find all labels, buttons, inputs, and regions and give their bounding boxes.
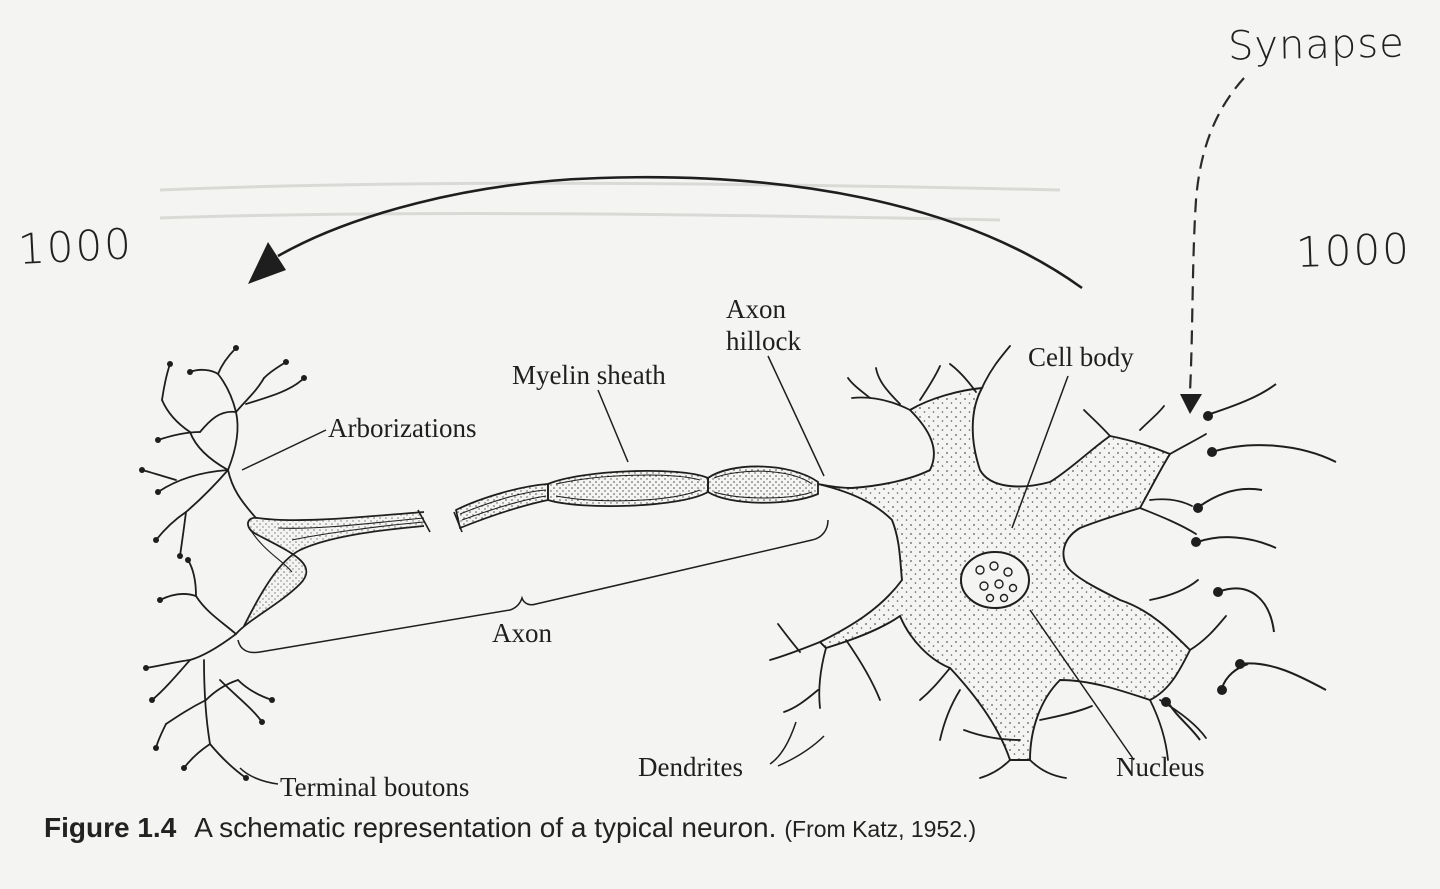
figure-description: A schematic representation of a typical … [194, 812, 777, 843]
handwritten-synapse-label: Synapse [1227, 20, 1406, 70]
label-dendrites: Dendrites [638, 752, 743, 782]
synapse-arrow [1180, 77, 1245, 414]
myelin-segment-1 [455, 483, 549, 530]
leader-arborizations [241, 429, 327, 471]
handwritten-count-left: 1000 [16, 219, 135, 274]
leader-myelin [597, 389, 629, 463]
leader-axon-hillock [767, 355, 825, 477]
label-nucleus: Nucleus [1116, 752, 1205, 782]
synaptic-inputs [1167, 383, 1337, 741]
paper-show-through [159, 181, 1061, 222]
myelin-segment-2 [547, 470, 709, 507]
leader-cell-body [1011, 375, 1069, 529]
label-axon: Axon [492, 618, 552, 648]
leader-dendrites-2 [777, 735, 825, 767]
handwritten-count-right: 1000 [1295, 224, 1412, 277]
axon-terminal-fill [236, 512, 424, 634]
synapse-arrowhead-icon [1180, 394, 1202, 414]
terminal-bouton-dots [139, 345, 307, 781]
curved-arrow [248, 175, 1083, 290]
arrowhead-icon [248, 242, 286, 284]
label-axon-hillock-line2: hillock [726, 326, 801, 356]
figure-source: (From Katz, 1952.) [784, 816, 977, 842]
dendrites [769, 345, 1227, 779]
nucleus [960, 551, 1030, 609]
figure-caption: Figure 1.4 A schematic representation of … [44, 812, 976, 844]
leader-terminal-boutons [239, 767, 279, 785]
axon-break [417, 509, 463, 533]
leader-lines [237, 355, 1135, 785]
label-arborizations: Arborizations [328, 413, 477, 443]
label-myelin-sheath: Myelin sheath [512, 360, 666, 390]
myelin-segment-3 [707, 465, 819, 504]
synaptic-knobs [1161, 411, 1245, 707]
label-terminal-boutons: Terminal boutons [280, 772, 470, 802]
label-axon-hillock-line1: Axon [726, 294, 786, 324]
axon-brace [237, 519, 829, 654]
leader-dendrites-1 [769, 721, 797, 765]
leader-nucleus [1029, 609, 1135, 761]
figure-number: Figure 1.4 [44, 812, 177, 843]
arborization-tree [141, 347, 305, 779]
label-cell-body: Cell body [1028, 342, 1134, 372]
